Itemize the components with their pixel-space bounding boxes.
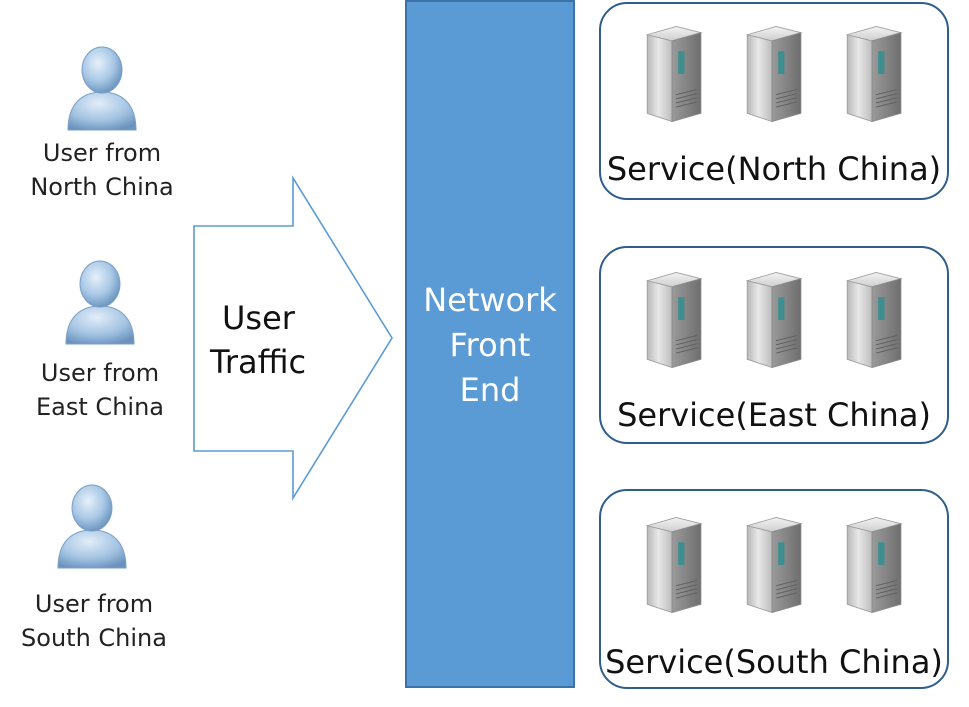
server-icon: [741, 268, 803, 372]
region-label: Service(East China): [617, 396, 931, 434]
network-front-end-label: Network Front End: [423, 281, 557, 409]
server-icon: [741, 513, 803, 617]
server-icon: [641, 268, 703, 372]
server-icon: [641, 513, 703, 617]
server-icon: [841, 268, 903, 372]
traffic-label: User Traffic: [210, 299, 307, 381]
region-south-china: Service(South China): [599, 489, 949, 689]
server-icon: [841, 513, 903, 617]
server-icon: [841, 22, 903, 126]
server-icon: [641, 22, 703, 126]
region-label: Service(North China): [606, 150, 942, 188]
region-east-china: Service(East China): [599, 246, 949, 444]
region-north-china: Service(North China): [599, 2, 949, 200]
server-icon: [741, 22, 803, 126]
network-front-end: [405, 0, 575, 688]
region-label: Service(South China): [605, 643, 943, 681]
